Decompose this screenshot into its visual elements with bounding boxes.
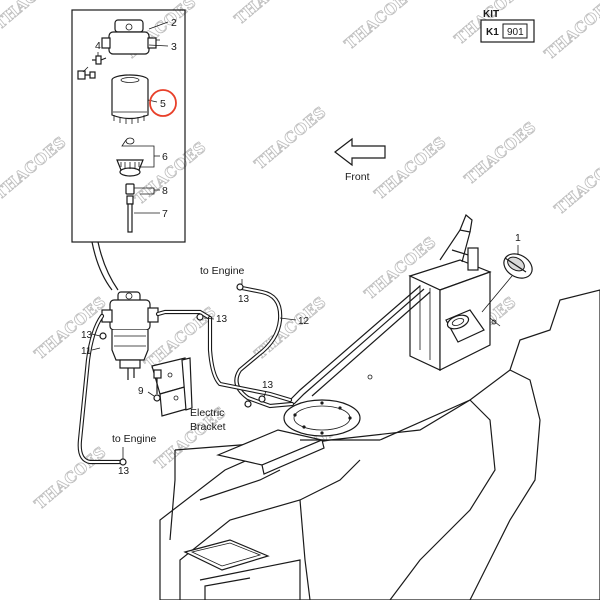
callout-6: 6: [162, 151, 168, 163]
filter-head: [101, 19, 160, 55]
front-label: Front: [345, 171, 370, 183]
callout-8: 8: [162, 185, 168, 197]
kit-box: KIT K1 901: [480, 9, 535, 43]
filter-assembly: [101, 291, 159, 380]
watermark-text: THACOES: [551, 148, 600, 218]
highlight-circle: [149, 89, 177, 117]
sender-plate: [283, 374, 373, 437]
callout-13-left: 13: [81, 330, 93, 341]
callout-9: 9: [138, 386, 144, 397]
fuel-hoses: [77, 283, 295, 466]
kit-title: KIT: [483, 9, 499, 20]
watermark-text: THACOES: [251, 103, 330, 173]
watermark-text: THACOES: [131, 138, 210, 208]
sensor-rod: [126, 195, 134, 233]
filler-neck-stand: [408, 214, 501, 371]
callout-2: 2: [171, 17, 177, 29]
watermark-text: THACOES: [341, 0, 420, 53]
callout-1: 1: [515, 232, 521, 244]
callout-13-top: 13: [238, 294, 250, 305]
to-engine-top-label: to Engine: [200, 265, 245, 277]
bleed-screw: [92, 55, 107, 65]
callout-13-bottom: 13: [118, 466, 130, 477]
callout-5: 5: [160, 98, 166, 110]
fuel-cap: 1: [481, 232, 533, 313]
watermark-text: THACOES: [31, 293, 110, 363]
callout-4: 4: [95, 40, 101, 52]
fuel-tank-frame: [159, 289, 600, 600]
callout-13-mid: 13: [216, 314, 228, 325]
watermark-text: THACOES: [541, 0, 600, 63]
front-direction-arrow: Front: [334, 137, 386, 183]
callout-3: 3: [171, 41, 177, 53]
watermark-text: THACOES: [461, 118, 540, 188]
to-engine-bottom-label: to Engine: [112, 433, 157, 445]
filter-cartridge: [111, 74, 149, 124]
electric-bracket: [147, 357, 193, 417]
bracket-label: Bracket: [190, 421, 226, 433]
kit-code-prefix: K1: [486, 27, 499, 38]
assembly-labels: to Engine 13 13 12 13 11 9 13 Electric B…: [81, 265, 310, 477]
watermark-text: THACOES: [0, 133, 70, 203]
water-bowl: [116, 159, 144, 177]
tank-pipes: [289, 285, 431, 405]
o-ring: [125, 137, 135, 145]
callout-11: 11: [81, 346, 92, 357]
callout-12: 12: [298, 316, 310, 327]
watermark-text: THACOES: [0, 0, 70, 33]
detail-connectors: [91, 241, 119, 291]
watermark-text: THACOES: [31, 443, 110, 513]
kit-code-number: 901: [507, 27, 524, 38]
electric-label: Electric: [190, 407, 224, 419]
callout-13-center: 13: [262, 380, 274, 391]
bolt: [77, 70, 96, 80]
sensor-head: [125, 183, 135, 195]
watermark-text: THACOES: [231, 0, 310, 28]
watermark-text: THACOES: [371, 133, 450, 203]
exploded-view-box: 2 3 4 5 6 8 7: [71, 9, 186, 243]
callout-7: 7: [162, 208, 168, 220]
